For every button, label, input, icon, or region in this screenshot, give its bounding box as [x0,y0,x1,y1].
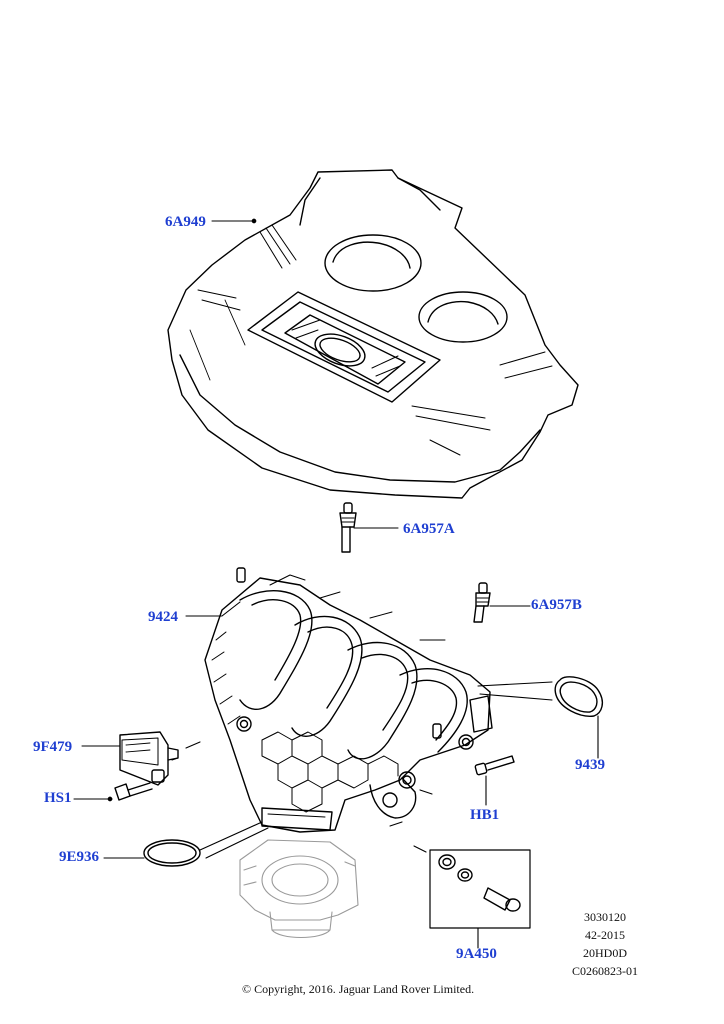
meta-line-3: 20HD0D [583,946,627,960]
intake-manifold[interactable] [204,567,493,833]
callout-stud-b[interactable]: 6A957B [531,597,582,613]
callout-throttle-gasket[interactable]: 9E936 [59,849,100,865]
copyright-notice: © Copyright, 2016. Jaguar Land Rover Lim… [242,982,475,996]
meta-line-2: 42-2015 [585,928,625,942]
leader-lines [73,218,599,949]
stud-b[interactable] [473,582,491,623]
callout-sensor-screw[interactable]: HS1 [44,790,72,806]
callout-stud-a[interactable]: 6A957A [403,521,455,537]
sensor[interactable] [119,731,179,786]
meta-line-1: 3030120 [584,910,626,924]
repair-kit[interactable] [429,849,531,929]
engine-cover[interactable] [167,169,579,499]
throttle-body [239,839,359,938]
callout-engine-cover[interactable]: 6A949 [165,214,206,230]
stud-a[interactable] [339,502,357,553]
gasket[interactable] [554,676,604,717]
sensor-screw[interactable] [114,782,153,801]
callout-sensor[interactable]: 9F479 [33,739,73,755]
diagram-metadata: 3030120 42-2015 20HD0D C0260823-01 [565,908,645,980]
meta-line-4: C0260823-01 [572,964,638,978]
callout-repair-kit[interactable]: 9A450 [456,946,497,962]
callout-gasket[interactable]: 9439 [575,757,605,773]
bolt[interactable] [474,755,515,776]
callout-intake-manifold[interactable]: 9424 [148,609,178,625]
callout-bolt[interactable]: HB1 [470,807,500,823]
throttle-gasket[interactable] [143,839,201,867]
